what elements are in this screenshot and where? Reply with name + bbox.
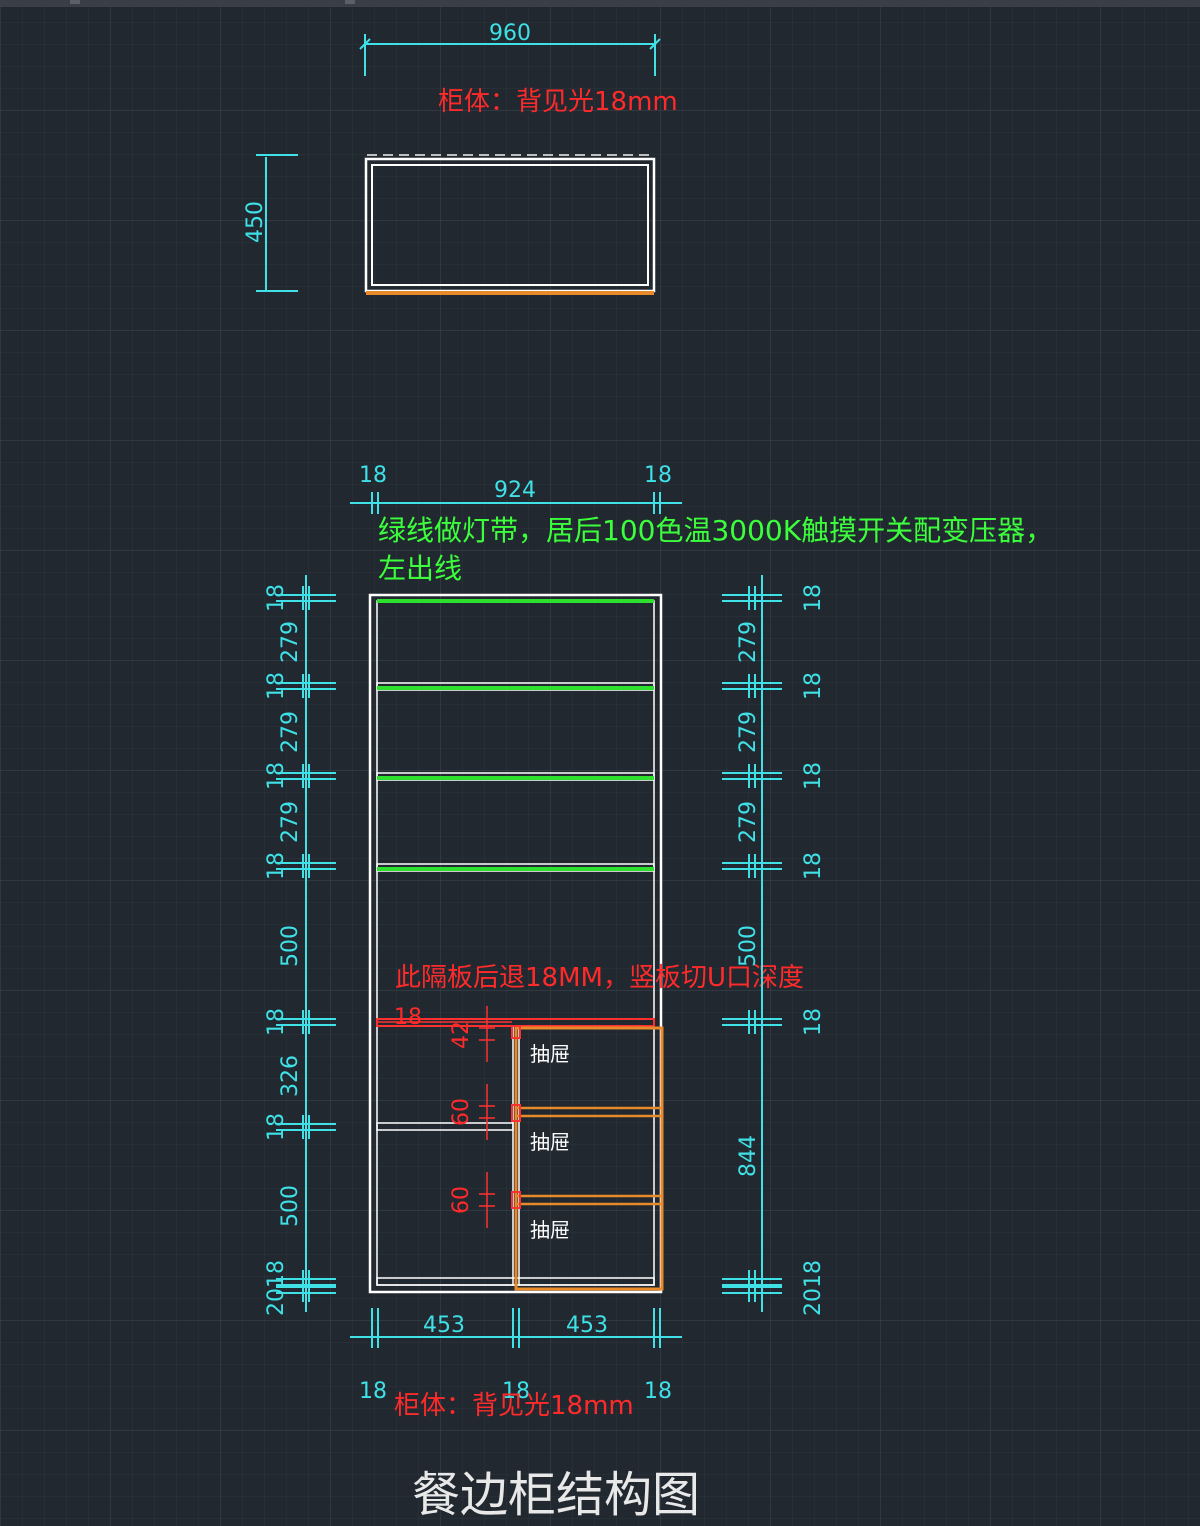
top-material-note: 柜体：背见光18mm xyxy=(438,87,678,117)
elev-inner-width-dim: 924 xyxy=(494,478,536,503)
window-top-bar xyxy=(0,0,1200,7)
drawer-gap-dim: 60 xyxy=(449,1098,474,1126)
upper-shelves xyxy=(376,599,655,872)
left-dim: 18 xyxy=(264,1008,289,1036)
drawer-label: 抽屉 xyxy=(530,1218,570,1242)
right-dim: 2018 xyxy=(801,1260,826,1316)
top-bar-marker xyxy=(345,0,355,4)
grid-background xyxy=(0,7,1200,1526)
top-bar-marker xyxy=(70,0,80,4)
left-dim: 18 xyxy=(264,762,289,790)
plan-view: 960 柜体：背见光18mm 450 xyxy=(243,21,678,295)
bottom-panel-dim: 18 xyxy=(359,1379,387,1404)
cabinet-outer-frame xyxy=(368,593,663,1294)
left-dim: 18 xyxy=(264,852,289,880)
led-note-line1: 绿线做灯带，居后100色温3000K触摸开关配变压器， xyxy=(378,514,1053,547)
drawer-stack: 抽屉 抽屉 抽屉 xyxy=(511,1025,664,1291)
right-dim: 18 xyxy=(801,1008,826,1036)
right-dim: 18 xyxy=(801,672,826,700)
bottom-left-width-dim: 453 xyxy=(423,1313,465,1338)
right-dim: 279 xyxy=(736,801,761,843)
right-dim: 279 xyxy=(736,711,761,753)
right-dim: 18 xyxy=(801,762,826,790)
left-dim: 18 xyxy=(264,672,289,700)
left-dim: 500 xyxy=(278,1185,303,1227)
setback-dim: 18 xyxy=(394,1005,422,1030)
bottom-panel-dim: 18 xyxy=(644,1379,672,1404)
left-dim: 18 xyxy=(264,1113,289,1141)
right-dim: 18 xyxy=(801,584,826,612)
right-dim: 500 xyxy=(736,925,761,967)
shelf-setback-note: 此隔板后退18MM，竖板切U口深度 xyxy=(395,963,804,993)
drawing-title: 餐边柜结构图 xyxy=(412,1467,700,1523)
drawer-gap-dim: 60 xyxy=(449,1186,474,1214)
elevation-view: 18 924 18 绿线做灯带，居后100色温3000K触摸开关配变压器， 左出… xyxy=(264,463,1053,1421)
left-dim: 500 xyxy=(278,925,303,967)
left-dim: 279 xyxy=(278,711,303,753)
left-dim: 2018 xyxy=(264,1260,289,1316)
bottom-right-width-dim: 453 xyxy=(566,1313,608,1338)
drawer-label: 抽屉 xyxy=(530,1130,570,1154)
left-dimension-chain: 18 279 18 279 18 279 18 500 18 326 18 50… xyxy=(264,575,336,1316)
drawer-gap-dims: 18 42 60 60 xyxy=(378,1005,512,1228)
left-dim: 279 xyxy=(278,801,303,843)
elev-top-right-side-dim: 18 xyxy=(644,463,672,488)
right-dim: 279 xyxy=(736,621,761,663)
led-note-line2: 左出线 xyxy=(378,552,462,585)
right-dim: 18 xyxy=(801,852,826,880)
plan-width-dim: 960 xyxy=(489,21,531,46)
plan-depth-dim: 450 xyxy=(243,201,268,243)
right-dim: 844 xyxy=(736,1135,761,1177)
drawer-gap-dim: 42 xyxy=(449,1021,474,1049)
left-dim: 279 xyxy=(278,621,303,663)
bottom-material-note: 柜体：背见光18mm xyxy=(394,1391,634,1421)
left-dim: 326 xyxy=(278,1055,303,1097)
elev-top-left-side-dim: 18 xyxy=(359,463,387,488)
bottom-panel-dim: 18 xyxy=(502,1379,530,1404)
drawer-label: 抽屉 xyxy=(530,1042,570,1066)
right-dimension-chain: 18 279 18 279 18 279 18 500 18 844 2018 xyxy=(722,575,826,1316)
left-dim: 18 xyxy=(264,584,289,612)
